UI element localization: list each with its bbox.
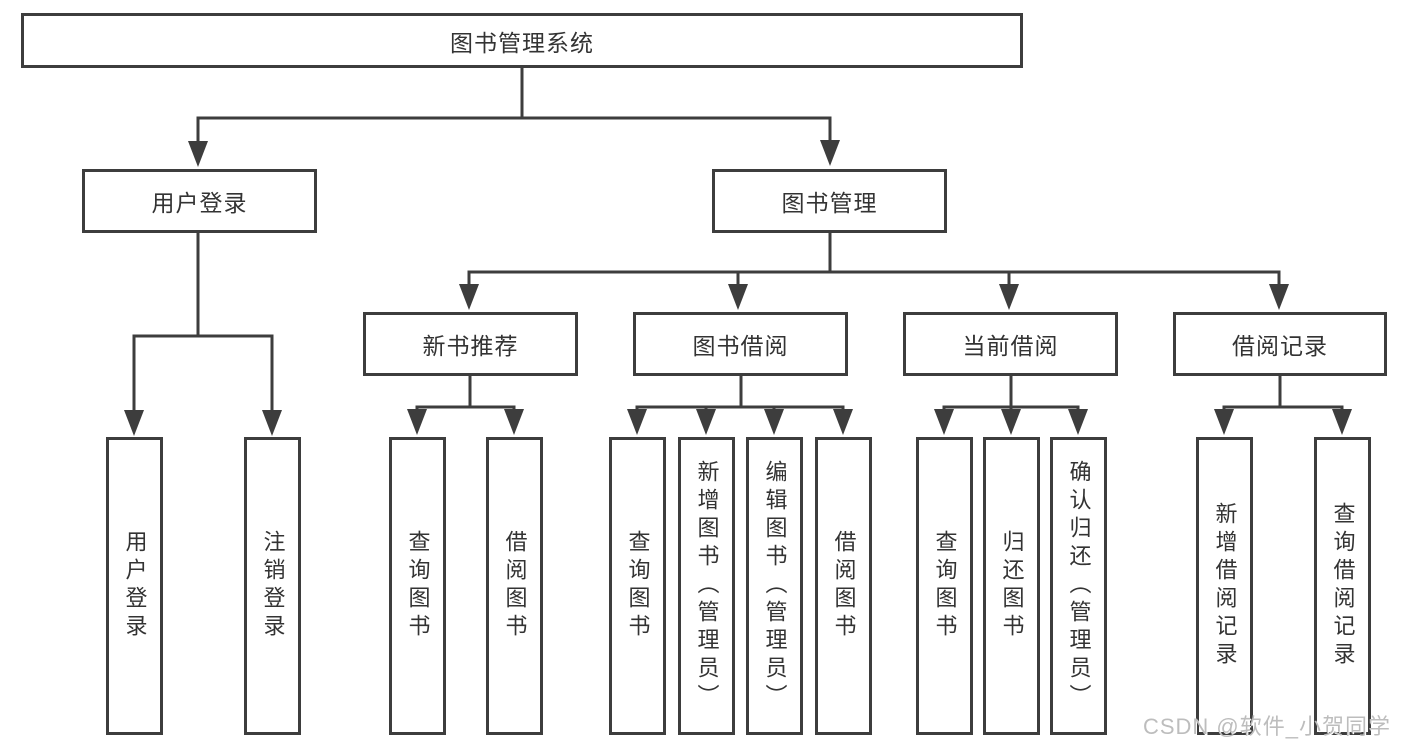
leaf-add-borrow-record: 新增借阅记录 (1196, 437, 1253, 735)
leaf-edit-book-admin: 编辑图书（管理员） (746, 437, 803, 735)
connector-new-book-recommend-to-leaves (407, 373, 524, 435)
connector-book-management-to-level3 (459, 231, 1289, 310)
node-book-borrow: 图书借阅 (633, 312, 848, 376)
arrowhead (764, 409, 784, 435)
arrowhead (833, 409, 853, 435)
node-new-book-recommend: 新书推荐 (363, 312, 578, 376)
leaf-query-books-borrow: 查询图书 (609, 437, 666, 735)
csdn-watermark: CSDN @软件_小贺同学 (1142, 714, 1391, 739)
arrowhead (1332, 409, 1352, 435)
arrowhead (124, 410, 144, 436)
leaf-logout: 注销登录 (244, 437, 301, 735)
connector-user-login-to-leaves (124, 231, 282, 436)
leaf-confirm-return-admin: 确认归还（管理员） (1050, 437, 1107, 735)
connector-book-borrow-to-leaves (627, 373, 853, 435)
leaf-add-book-admin: 新增图书（管理员） (678, 437, 735, 735)
leaf-borrow-books-recommend: 借阅图书 (486, 437, 543, 735)
arrowhead (728, 284, 748, 310)
node-book-management: 图书管理 (712, 169, 947, 233)
node-root-library-management-system: 图书管理系统 (21, 13, 1023, 68)
arrowhead (262, 410, 282, 436)
arrowhead (934, 409, 954, 435)
leaf-query-borrow-record: 查询借阅记录 (1314, 437, 1371, 735)
arrowhead (459, 284, 479, 310)
arrowhead (1001, 409, 1021, 435)
arrowhead (627, 409, 647, 435)
leaf-query-books-current: 查询图书 (916, 437, 973, 735)
leaf-return-books: 归还图书 (983, 437, 1040, 735)
arrowhead (407, 409, 427, 435)
arrowhead (1214, 409, 1234, 435)
arrowhead (696, 409, 716, 435)
connector-borrow-records-to-leaves (1214, 373, 1352, 435)
arrowhead (1269, 284, 1289, 310)
arrowhead (999, 284, 1019, 310)
arrowhead (188, 141, 208, 167)
connector-current-borrow-to-leaves (934, 373, 1088, 435)
connector-root-to-level2 (188, 64, 840, 167)
arrowhead (1068, 409, 1088, 435)
leaf-user-login: 用户登录 (106, 437, 163, 735)
arrowhead (504, 409, 524, 435)
leaf-borrow-books: 借阅图书 (815, 437, 872, 735)
node-current-borrow: 当前借阅 (903, 312, 1118, 376)
leaf-query-books-recommend: 查询图书 (389, 437, 446, 735)
node-user-login: 用户登录 (82, 169, 317, 233)
arrowhead (820, 140, 840, 166)
node-borrow-records: 借阅记录 (1173, 312, 1387, 376)
